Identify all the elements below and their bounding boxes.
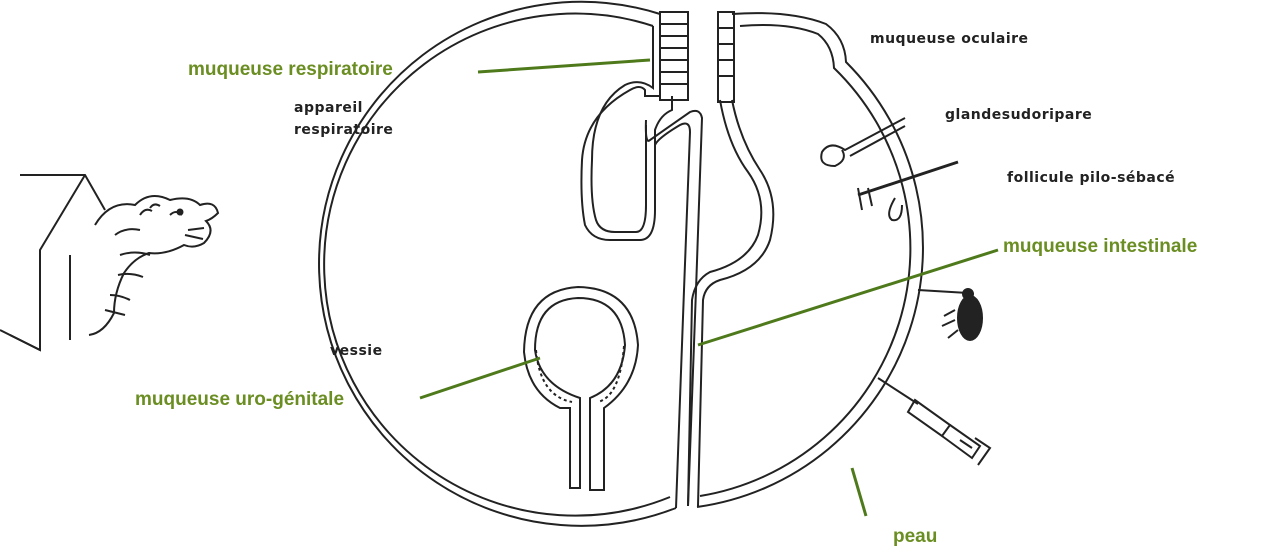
label-sweat-gland: glandesudoripare	[945, 107, 1092, 123]
respiratory-tract	[581, 12, 702, 508]
skin-outline	[319, 2, 923, 526]
label-bladder: vessie	[330, 343, 383, 359]
syringe-icon	[878, 378, 990, 465]
label-hair-follicle: follicule pilo-sébacé	[1007, 170, 1175, 186]
tick-icon	[918, 289, 982, 340]
label-respiratory-mucosa: muqueuse respiratoire	[188, 59, 393, 81]
label-intestinal-mucosa: muqueuse intestinale	[1003, 236, 1197, 258]
label-respiratory-system-line1: appareil	[294, 100, 363, 116]
sweat-gland-icon	[821, 118, 905, 166]
label-skin: peau	[893, 526, 937, 548]
label-ocular-mucosa: muqueuse oculaire	[870, 31, 1029, 47]
digestive-tract	[688, 12, 773, 506]
bladder	[524, 287, 638, 490]
label-respiratory-system-line2: respiratoire	[294, 122, 393, 138]
label-urogenital-mucosa: muqueuse uro-génitale	[135, 389, 344, 411]
dog-kennel-illustration	[0, 175, 218, 350]
